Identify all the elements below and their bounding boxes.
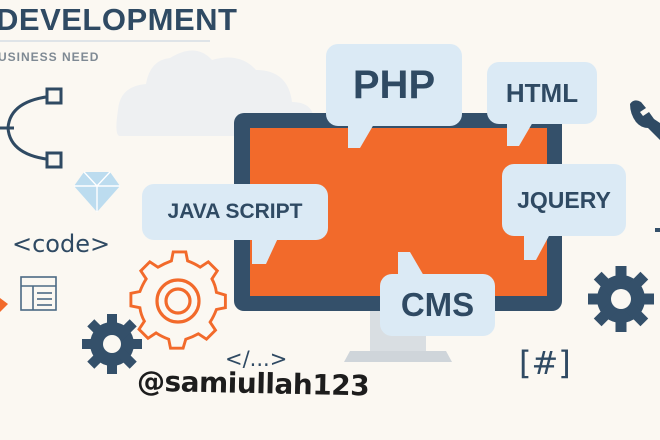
jquery-bubble: JQUERY xyxy=(502,164,626,260)
gear-icon xyxy=(129,250,227,350)
cms-bubble: CMS xyxy=(380,252,495,336)
orange-arrow-icon xyxy=(0,298,8,312)
subheadline: USINESS NEED xyxy=(0,50,100,64)
gear-icon xyxy=(588,266,654,332)
edge-fragment-icon xyxy=(655,228,660,232)
html-bubble: HTML xyxy=(487,62,597,146)
headline: DEVELOPMENT xyxy=(0,2,238,37)
headline-divider xyxy=(0,40,210,42)
wrench-icon xyxy=(630,100,660,140)
code-tag-label: <code> xyxy=(12,230,111,258)
author-handle: @samiullah123 xyxy=(136,364,370,403)
bezier-curve-icon xyxy=(0,87,63,169)
close-tag-label: </...> xyxy=(225,347,288,371)
layout-icon xyxy=(20,276,57,311)
hash-tag-label: [#] xyxy=(519,344,571,382)
diamond-icon xyxy=(74,171,120,212)
gear-icon xyxy=(82,314,142,374)
php-bubble: PHP xyxy=(326,44,462,148)
javascript-bubble: JAVA SCRIPT xyxy=(142,184,328,264)
